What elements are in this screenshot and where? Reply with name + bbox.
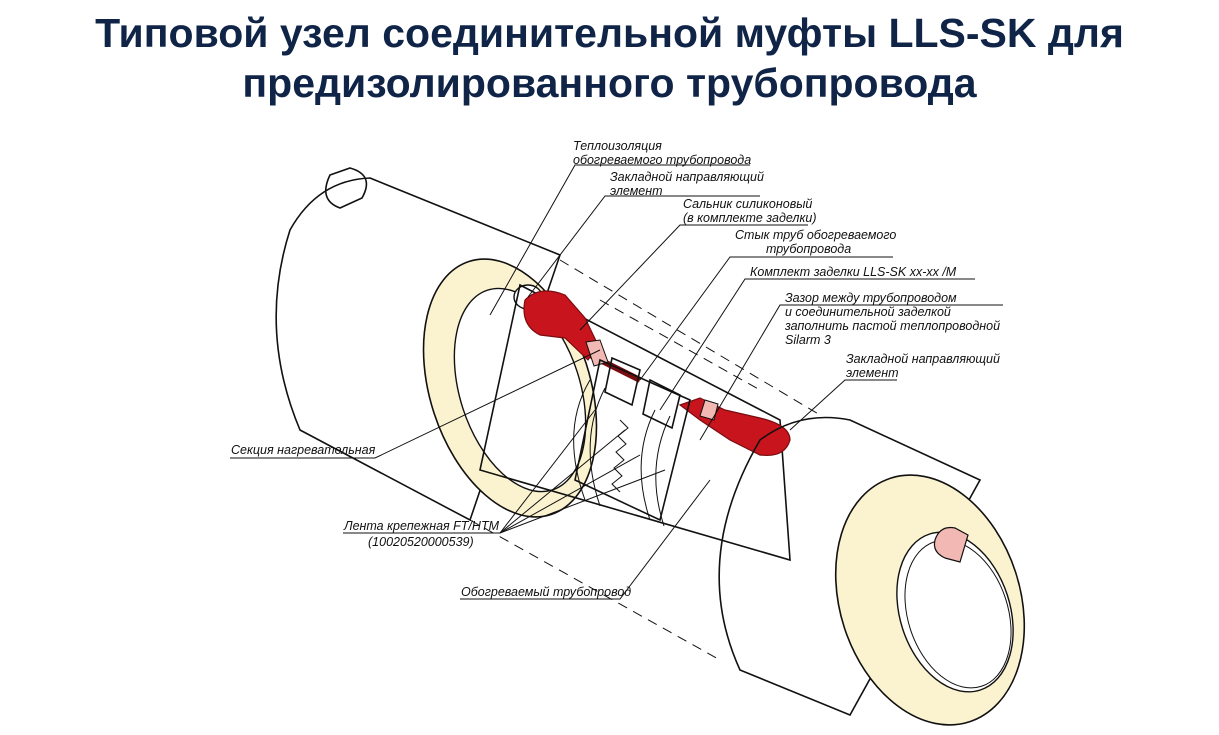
- label-tape-line-1: Лента крепежная FT/HTM: [343, 519, 500, 533]
- label-gap-line-1: Зазор между трубопроводом: [785, 291, 957, 305]
- label-guide-element-right-line-1: Закладной направляющий: [846, 352, 1000, 366]
- label-heated-pipe: Обогреваемый трубопровод: [461, 585, 631, 599]
- left-pipe-section: [275, 167, 598, 522]
- label-guide-element-top: Закладной направляющий элемент: [610, 170, 767, 198]
- label-silicone-gland-line-1: Сальник силиконовый: [683, 197, 812, 211]
- page-title: Типовой узел соединительной муфты LLS-SK…: [0, 8, 1219, 108]
- label-guide-element-top-line-1: Закладной направляющий: [610, 170, 764, 184]
- contour-line: [469, 519, 721, 661]
- label-gap-line-3: заполнить пастой теплопроводной: [784, 319, 1000, 333]
- title-line-2: предизолированного трубопровода: [242, 60, 977, 106]
- gland-pink-band-right: [699, 399, 719, 421]
- label-guide-element-top-line-2: элемент: [610, 184, 663, 198]
- left-pipe-end-cap: [324, 167, 368, 209]
- label-pipe-joint-line-2: трубопровода: [766, 242, 851, 256]
- sealing-kit-block-left: [604, 356, 641, 407]
- leader-lines: [230, 164, 1003, 600]
- fixing-tape-3: [640, 409, 656, 521]
- left-jacket: [275, 177, 562, 522]
- label-sealing-kit: Комплект заделки LLS-SK xx-xx /M: [750, 265, 957, 279]
- sealing-kit-body: [574, 358, 691, 522]
- label-silicone-gland-line-2: (в комплекте заделки): [683, 211, 816, 225]
- sealing-kit-block-right: [642, 378, 681, 430]
- label-gap: Зазор между трубопроводом и соединительн…: [784, 291, 1004, 347]
- right-guide-element: [933, 526, 969, 563]
- label-pipe-joint: Стык труб обогреваемого трубопровода: [735, 228, 900, 256]
- label-insulation: Теплоизоляция обогреваемого трубопровода: [573, 139, 751, 167]
- label-tape-line-2: (10020520000539): [368, 535, 474, 549]
- label-silicone-gland: Сальник силиконовый (в комплекте заделки…: [683, 197, 816, 225]
- title-line-1: Типовой узел соединительной муфты LLS-SK…: [95, 10, 1124, 56]
- label-tape: Лента крепежная FT/HTM (10020520000539): [343, 519, 502, 549]
- label-guide-element-right: Закладной направляющий элемент: [846, 352, 1003, 380]
- silicone-gland-right: [678, 397, 791, 457]
- gland-pink-band-left: [585, 339, 609, 367]
- label-insulation-line-1: Теплоизоляция: [573, 139, 662, 153]
- label-gap-line-4: Silarm 3: [785, 333, 831, 347]
- carrier-pipe: [479, 283, 791, 562]
- label-pipe-joint-line-1: Стык труб обогреваемого: [735, 228, 896, 242]
- fixing-tape-4: [655, 415, 671, 527]
- contour-line: [559, 259, 821, 416]
- joint-zigzag: [611, 419, 629, 493]
- fixing-tape-2: [589, 387, 606, 507]
- contour-line: [599, 299, 761, 391]
- label-guide-element-right-line-2: элемент: [846, 366, 899, 380]
- heating-cable-assembly: [523, 290, 791, 457]
- right-pipe-section: [718, 416, 1026, 726]
- label-gap-line-2: и соединительной заделкой: [785, 305, 951, 319]
- right-pipe-bore: [896, 531, 1014, 693]
- fixing-tape-1: [573, 379, 591, 501]
- right-jacket: [718, 416, 982, 717]
- label-heating-section: Секция нагревательная: [231, 443, 376, 457]
- label-insulation-line-2: обогреваемого трубопровода: [573, 153, 751, 167]
